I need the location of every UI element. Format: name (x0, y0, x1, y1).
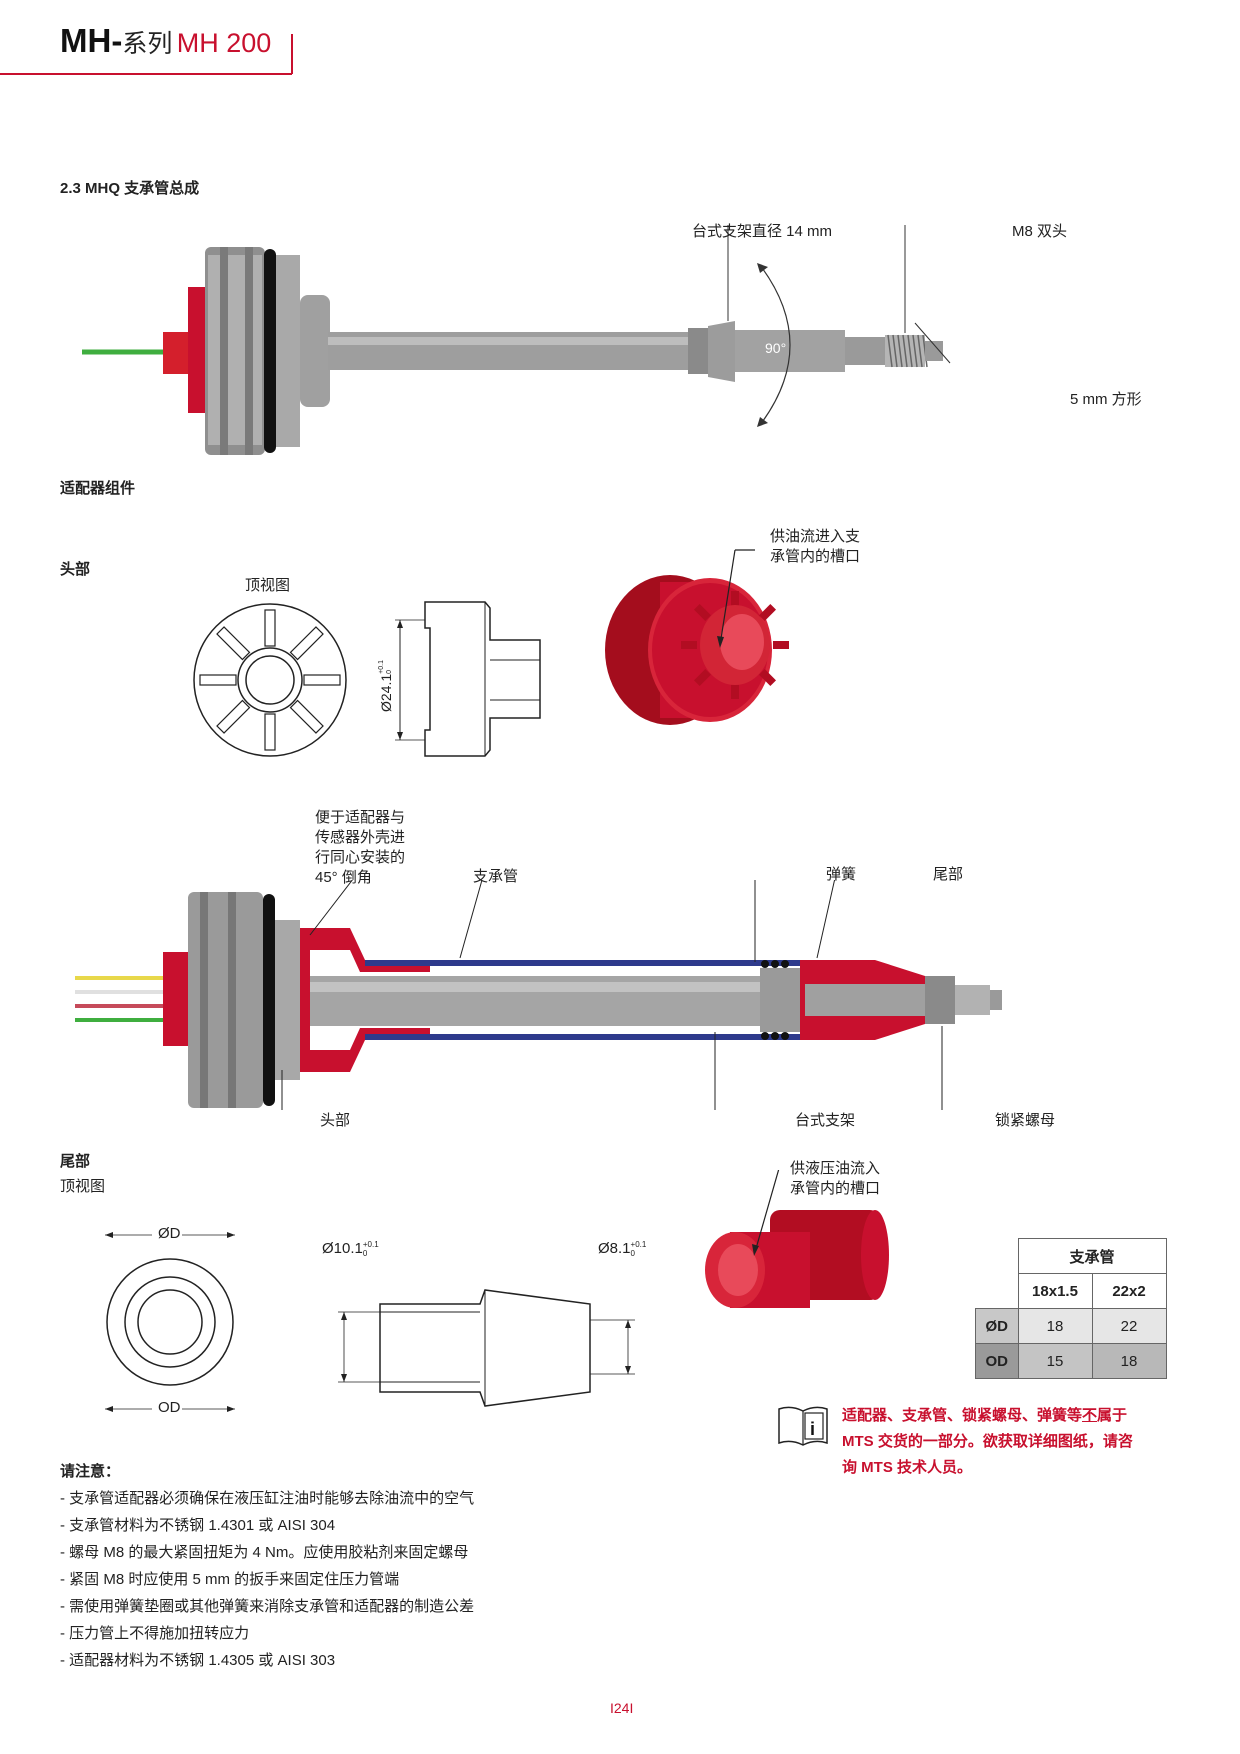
tail-top-view-drawing (105, 1227, 235, 1417)
bracket-diameter-label: 台式支架直径 14 mm (692, 223, 833, 240)
tail-top-view-label: 顶视图 (60, 1178, 106, 1195)
notes-list: - 支承管适配器必须确保在液压缸注油时能够去除油流中的空气 - 支承管材料为不锈… (60, 1485, 474, 1674)
tail-dim-a-tol-lower: 0 (362, 1249, 368, 1258)
chamfer-line4: 45° 倒角 (315, 869, 372, 886)
table-cell: 22 (1091, 1308, 1167, 1344)
table-cell: 15 (1017, 1343, 1093, 1379)
bracket-part-label: 台式支架 (795, 1112, 856, 1129)
tail-title: 尾部 (60, 1153, 91, 1170)
table-col-header: 22x2 (1091, 1273, 1167, 1309)
series-text: 系列 (122, 30, 173, 58)
info-note: 适配器、支承管、锁紧螺母、弹簧等不属于 MTS 交货的一部分。欲获取详细图纸，请… (842, 1403, 1133, 1481)
table-cell: 18 (1017, 1308, 1093, 1344)
info-line1-post: 属于 (1097, 1407, 1128, 1424)
head-callout: 供油流进入支 承管内的槽口 (770, 527, 860, 567)
page-header: MH-系列 MH 200 (60, 22, 271, 60)
notes-title: 请注意： (60, 1463, 121, 1480)
head-callout-line1: 供油流进入支 (770, 528, 861, 545)
tail-od-inner-dim: ØD (158, 1225, 181, 1242)
info-line1-pre: 适配器、支承管、锁紧螺母、弹簧等 (842, 1407, 1083, 1424)
chamfer-note: 便于适配器与 传感器外壳进 行同心安装的 45° 倒角 (315, 808, 405, 888)
tail-3d-render (705, 1170, 889, 1308)
info-book-icon: i (778, 1406, 828, 1446)
chamfer-line2: 传感器外壳进 (315, 829, 406, 846)
adapter-section-title: 适配器组件 (60, 480, 136, 497)
head-3d-render (605, 549, 789, 725)
tail-callout: 供液压油流入 承管内的槽口 (790, 1159, 880, 1199)
locknut-label: 锁紧螺母 (995, 1112, 1056, 1129)
info-line1-underline: 不 (1082, 1407, 1098, 1424)
note-item: - 支承管适配器必须确保在液压缸注油时能够去除油流中的空气 (60, 1490, 475, 1507)
tail-dim-b-tol-upper: +0.1 (630, 1240, 647, 1249)
note-item: - 紧固 M8 时应使用 5 mm 的扳手来固定住压力管端 (60, 1571, 400, 1588)
tail-callout-line1: 供液压油流入 (790, 1160, 881, 1177)
tail-dim-a-main: Ø10.1 (322, 1240, 363, 1257)
tail-label: 尾部 (933, 866, 964, 883)
note-item: - 螺母 M8 的最大紧固扭矩为 4 Nm。应使用胶粘剂来固定螺母 (60, 1544, 469, 1561)
head-dim-main: Ø24.1 (378, 673, 394, 712)
head-part-label: 头部 (320, 1112, 351, 1129)
info-line2: MTS 交货的一部分。欲获取详细图纸，请咨 (842, 1433, 1133, 1450)
head-top-view-label: 顶视图 (245, 577, 291, 594)
table-row-label: ØD (975, 1308, 1019, 1344)
head-title: 头部 (60, 561, 91, 578)
svg-text:i: i (810, 1419, 815, 1439)
table-row-label: OD (975, 1343, 1019, 1379)
support-tube-table: 支承管 18x1.5 22x2 ØD 18 22 OD 15 18 (975, 1238, 1167, 1379)
section-title: 2.3 MHQ 支承管总成 (60, 180, 200, 197)
note-item: - 支承管材料为不锈钢 1.4301 或 AISI 304 (60, 1517, 336, 1534)
head-dim-tol-upper: +0.1 (378, 660, 385, 674)
info-line3: 询 MTS 技术人员。 (842, 1459, 972, 1476)
page-number: I24I (610, 1700, 634, 1716)
note-item: - 压力管上不得施加扭转应力 (60, 1625, 250, 1642)
tail-callout-line2: 承管内的槽口 (790, 1180, 881, 1197)
chamfer-line3: 行同心安装的 (315, 849, 406, 866)
tail-dim-a-tol-upper: +0.1 (362, 1240, 379, 1249)
angle-label: 90° (765, 340, 786, 356)
chamfer-line1: 便于适配器与 (315, 809, 406, 826)
head-top-view-drawing (193, 603, 347, 757)
tube-label: 支承管 (473, 868, 519, 885)
m8-label: M8 双头 (1012, 223, 1068, 240)
table-col-header: 18x1.5 (1017, 1273, 1093, 1309)
spring-label: 弹簧 (826, 866, 857, 883)
table-title: 支承管 (1017, 1238, 1167, 1274)
assembly-figure: 90° (82, 225, 951, 455)
brand-text: MH- (60, 22, 123, 59)
model-text: MH 200 (176, 28, 272, 58)
table-cell: 18 (1091, 1343, 1167, 1379)
table-row: ØD 18 22 (975, 1308, 1167, 1344)
head-side-view-drawing (395, 601, 541, 757)
note-item: - 需使用弹簧垫圈或其他弹簧来消除支承管和适配器的制造公差 (60, 1598, 475, 1615)
tail-dim-b-main: Ø8.1 (598, 1240, 631, 1257)
square-label: 5 mm 方形 (1070, 391, 1142, 408)
head-dim-tol-lower: 0 (386, 669, 393, 674)
tail-od-outer-dim: OD (158, 1399, 181, 1416)
sectional-figure (75, 880, 1002, 1110)
note-item: - 适配器材料为不锈钢 1.4305 或 AISI 303 (60, 1652, 336, 1669)
table-row: OD 15 18 (975, 1343, 1167, 1379)
header-rule (0, 34, 293, 75)
head-callout-line2: 承管内的槽口 (770, 548, 861, 565)
tail-dim-b-tol-lower: 0 (630, 1249, 635, 1258)
tail-side-view-drawing (338, 1289, 635, 1407)
